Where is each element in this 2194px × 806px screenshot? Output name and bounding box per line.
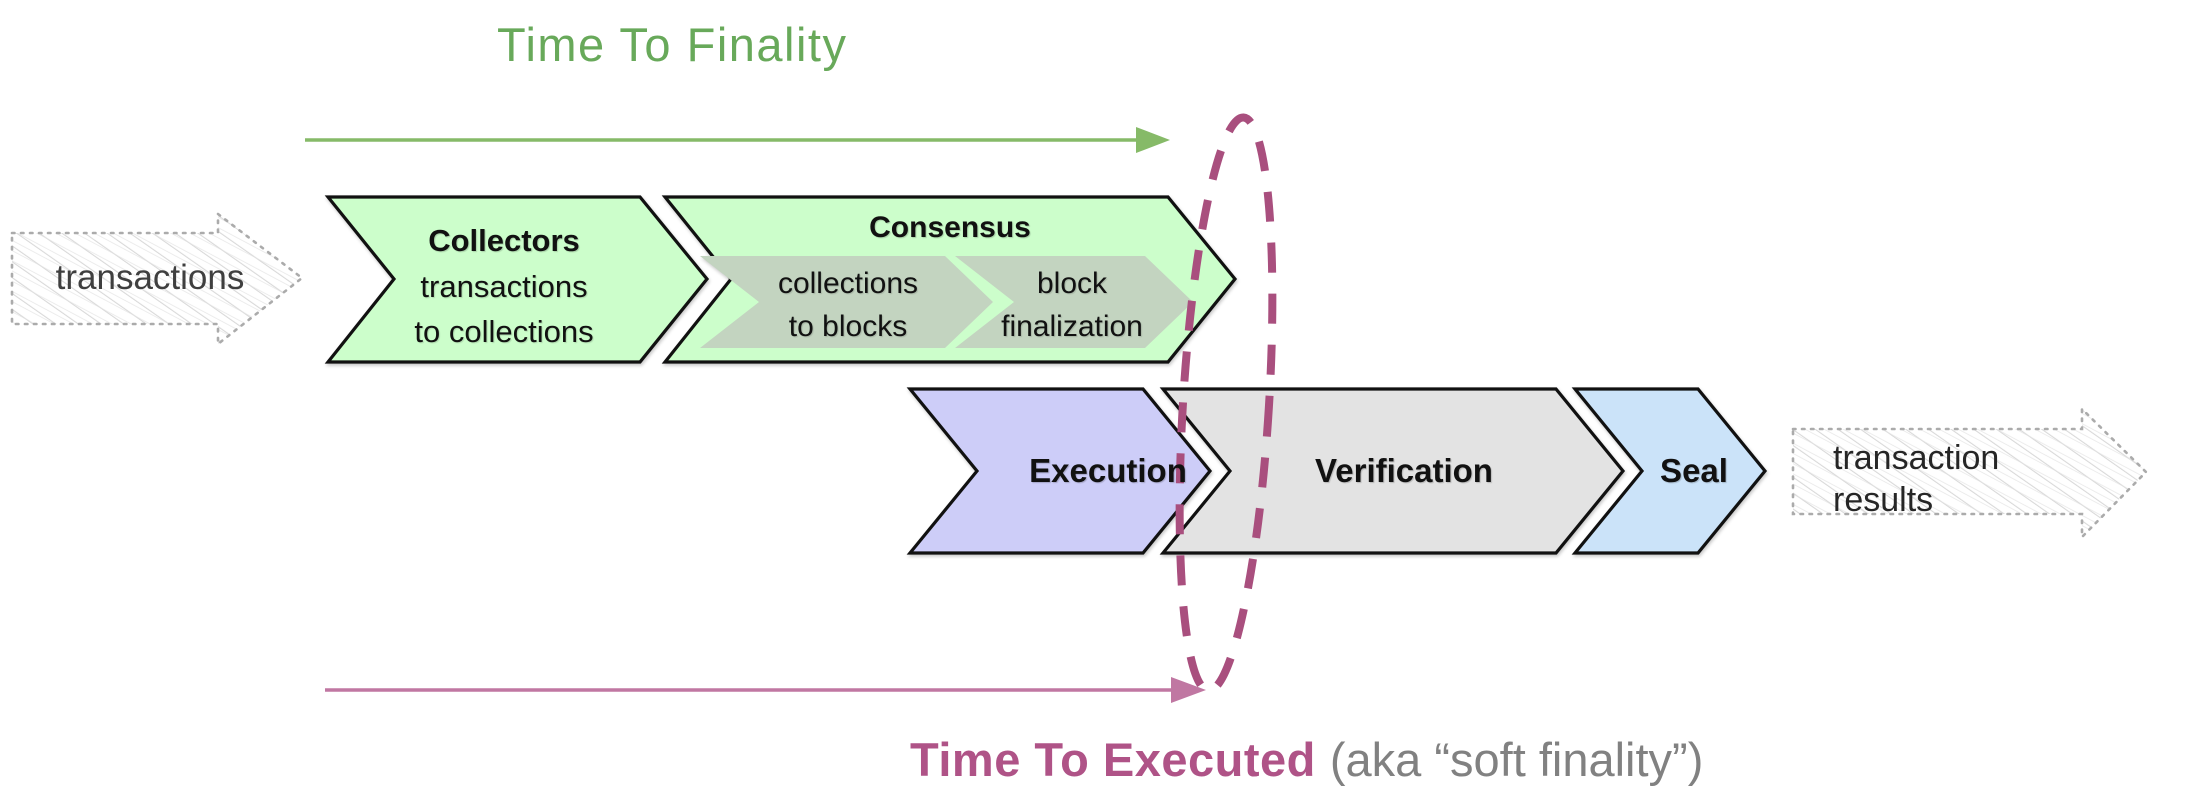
time-to-executed-title-primary: Time To Executed xyxy=(910,733,1316,786)
row1-chevrons xyxy=(324,195,1238,364)
collections-to-blocks-subchevron xyxy=(700,256,993,348)
seal-title: Seal xyxy=(1660,452,1728,489)
collections-to-blocks-line1: collections xyxy=(777,267,919,300)
execution-title: Execution xyxy=(1029,452,1187,489)
row2-chevrons xyxy=(906,387,1768,555)
time-to-executed-title-secondary: (aka “soft finality”) xyxy=(1329,733,1704,786)
finality-boundary-ellipse xyxy=(1175,113,1277,695)
time-to-finality-title: Time To Finality xyxy=(497,18,848,71)
transactions-input-arrow xyxy=(10,211,305,347)
consensus-title: Consensus xyxy=(869,211,1031,244)
output-arrow-hatch-fill-2 xyxy=(1793,409,2146,537)
executed-arrowhead xyxy=(1171,677,1206,703)
execution-chevron xyxy=(906,387,1213,555)
collectors-chevron xyxy=(324,195,710,364)
transaction-results-output-label: transaction results xyxy=(1833,437,1999,521)
transactions-input-label: transactions xyxy=(55,258,245,297)
verification-chevron xyxy=(1159,387,1626,555)
collectors-line2: to collections xyxy=(414,314,594,349)
collectors-title: Collectors xyxy=(428,223,580,258)
transaction-results-output-arrow xyxy=(1791,405,2148,541)
seal-chevron xyxy=(1571,387,1768,555)
block-finalization-line1: block xyxy=(1036,267,1108,300)
time-to-executed-title: Time To Executed(aka “soft finality”) xyxy=(910,732,1703,787)
input-arrow-hatch-fill-2 xyxy=(12,214,302,344)
output-label-line1: transaction xyxy=(1833,439,2000,477)
block-finalization-line2: finalization xyxy=(1001,310,1143,343)
block-finalization-subchevron xyxy=(955,256,1193,348)
time-to-finality-arrow xyxy=(305,127,1170,153)
output-label-line2: results xyxy=(1833,481,1934,519)
finality-arrowhead xyxy=(1136,127,1170,153)
verification-title: Verification xyxy=(1315,452,1493,489)
time-to-executed-arrow xyxy=(325,677,1206,703)
collectors-line1: transactions xyxy=(420,269,588,304)
collections-to-blocks-line2: to blocks xyxy=(788,310,908,343)
input-arrow-dotted-outline xyxy=(10,211,305,347)
output-arrow-dotted-outline xyxy=(1791,405,2148,541)
